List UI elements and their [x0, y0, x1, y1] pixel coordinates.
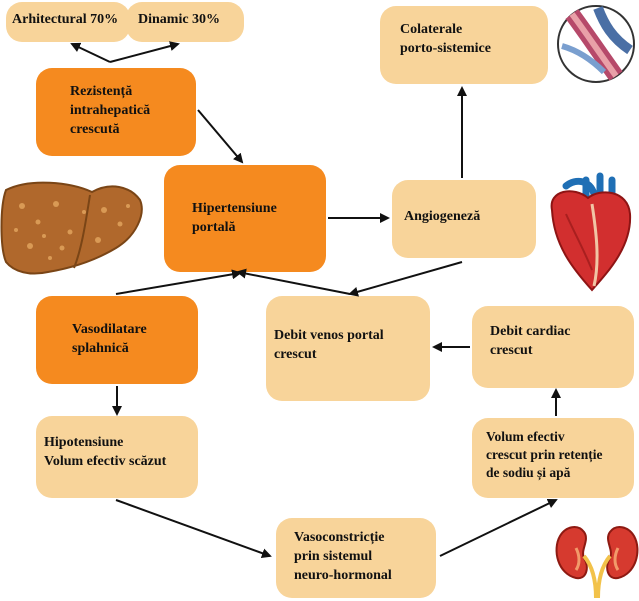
node-vasoconstrictie-label: Vasoconstricție prin sistemul neuro-horm…	[294, 530, 392, 583]
blood-vessel-image	[557, 5, 635, 83]
node-angiogeneza: Angiogeneză	[392, 180, 536, 258]
node-volum-efectiv: Volum efectiv crescut prin retenție de s…	[472, 418, 634, 498]
node-angiogeneza-label: Angiogeneză	[404, 209, 481, 224]
node-dinamic: Dinamic 30%	[126, 2, 244, 42]
arrow-vasoconstrictie-to-volum-efectiv	[439, 498, 558, 557]
node-hipotensiune-label: Hipotensiune Volum efectiv scăzut	[44, 435, 167, 469]
arrow-vasodilatare-to-hipertensiune	[115, 269, 242, 295]
node-debit-cardiac-label: Debit cardiac crescut	[490, 324, 571, 358]
node-hipotensiune: Hipotensiune Volum efectiv scăzut	[36, 416, 198, 498]
node-debit-venos: Debit venos portal crescut	[266, 296, 430, 401]
node-arhitectural-label: Arhitectural 70%	[12, 12, 119, 27]
arrow-rezistenta-to-dinamic	[109, 41, 180, 63]
node-hipertensiune-label: Hipertensiune portală	[192, 201, 277, 235]
node-debit-cardiac: Debit cardiac crescut	[472, 306, 634, 388]
arrow-angiogeneza-to-debit-venos	[348, 261, 463, 297]
node-volum-efectiv-label: Volum efectiv crescut prin retenție de s…	[486, 429, 603, 480]
node-hipertensiune: Hipertensiune portală	[164, 165, 326, 272]
node-vasodilatare-label: Vasodilatare splahnică	[72, 322, 147, 356]
node-vasoconstrictie: Vasoconstricție prin sistemul neuro-horm…	[276, 518, 436, 598]
node-colaterale: Colaterale porto-sistemice	[380, 6, 548, 84]
liver-image	[0, 181, 143, 275]
arrow-rezistenta-to-arhitectural	[70, 42, 111, 63]
node-dinamic-label: Dinamic 30%	[138, 12, 221, 27]
node-arhitectural: Arhitectural 70%	[6, 2, 130, 42]
arrow-hipotensiune-to-vasoconstrictie	[115, 499, 272, 558]
node-vasodilatare: Vasodilatare splahnică	[36, 296, 198, 384]
kidneys-image	[555, 526, 639, 599]
node-rezistenta: Rezistență intrahepatică crescută	[36, 68, 196, 156]
node-rezistenta-label: Rezistență intrahepatică crescută	[70, 84, 151, 137]
arrow-debit-venos-to-hipertensiune	[236, 268, 351, 295]
node-debit-venos-label: Debit venos portal crescut	[274, 328, 384, 362]
node-colaterale-label: Colaterale porto-sistemice	[400, 22, 491, 56]
arrow-rezistenta-to-hipertensiune	[197, 109, 244, 164]
heart-image	[550, 172, 632, 292]
